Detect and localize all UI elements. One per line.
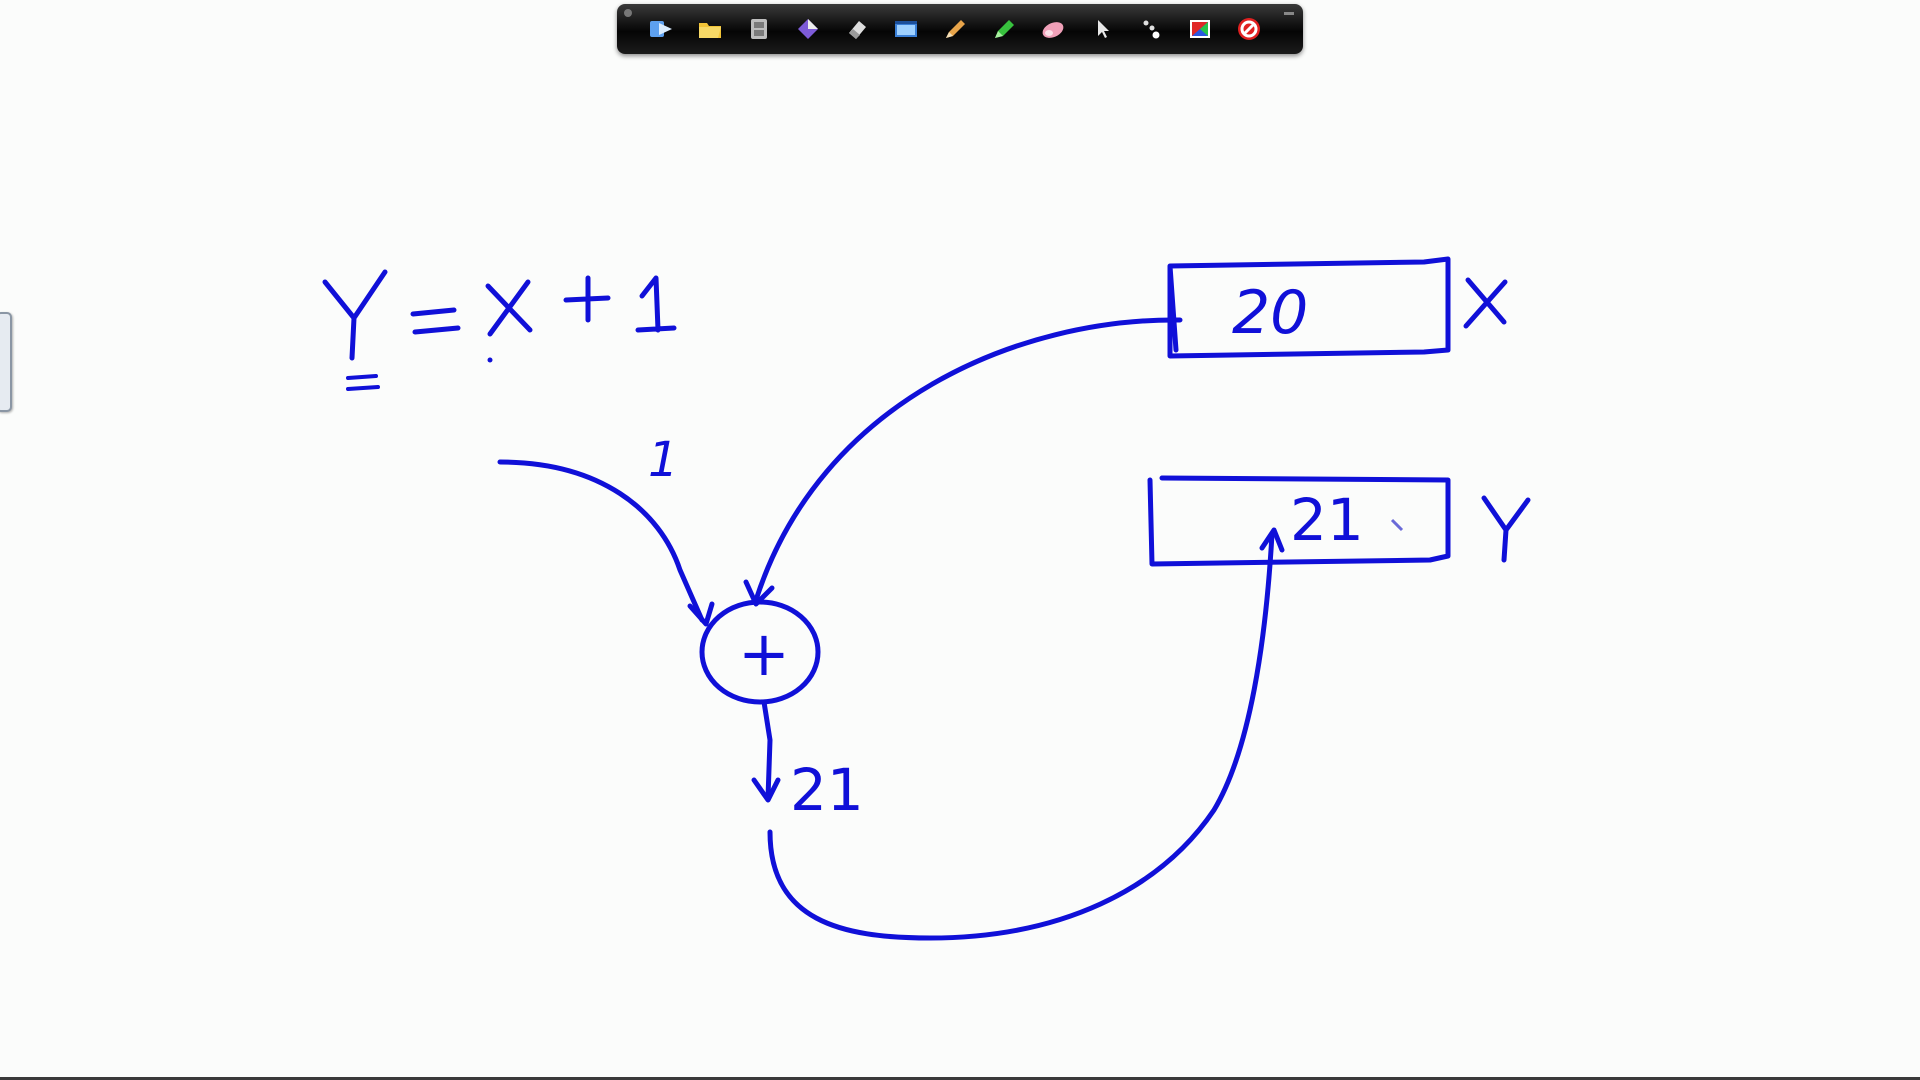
x-cell-label-stroke bbox=[1463, 277, 1508, 329]
y-cell-box bbox=[1147, 475, 1451, 567]
toolbar-minimize-icon[interactable] bbox=[1284, 12, 1294, 15]
x-memory-cell: 20 X bbox=[1167, 256, 1508, 359]
pen-tool-icon bbox=[797, 19, 818, 39]
output-to-y-arrow bbox=[767, 531, 1275, 941]
equation-plus-stroke bbox=[563, 275, 611, 323]
color-palette-button[interactable] bbox=[1182, 9, 1217, 49]
film-icon bbox=[750, 19, 767, 39]
cursor-button[interactable] bbox=[1084, 9, 1119, 49]
eraser-pink-button[interactable] bbox=[1035, 9, 1070, 49]
window-button[interactable] bbox=[888, 9, 923, 49]
stop-button[interactable] bbox=[1231, 9, 1266, 49]
window-icon bbox=[894, 21, 917, 37]
constant-input-label: 1 bbox=[648, 432, 679, 488]
toolbar-grip-icon[interactable] bbox=[624, 9, 632, 17]
pencil-icon bbox=[945, 20, 965, 38]
constant-to-adder-arrowhead bbox=[687, 601, 715, 627]
equation-x-stroke bbox=[485, 279, 533, 337]
equation-one-stroke bbox=[635, 275, 677, 333]
x-cell-value: 20 bbox=[1232, 278, 1308, 348]
film-button[interactable] bbox=[741, 9, 776, 49]
equation-equals-stroke bbox=[410, 307, 461, 335]
x-to-adder-arrow bbox=[753, 317, 1183, 603]
y-cell-value: 21 bbox=[1290, 486, 1364, 554]
folder-icon bbox=[698, 23, 721, 38]
adder-circle bbox=[699, 599, 821, 705]
adder-symbol: + bbox=[738, 617, 790, 690]
cursor-icon bbox=[1097, 20, 1109, 38]
eraser-button[interactable] bbox=[839, 9, 874, 49]
equation-y-stroke bbox=[322, 269, 388, 361]
highlighter-icon bbox=[994, 20, 1014, 38]
equation: Y = X + 1 bbox=[322, 269, 677, 391]
x-cell-box bbox=[1167, 256, 1451, 359]
play-arrow-button[interactable] bbox=[643, 9, 678, 49]
pen-tool-button[interactable] bbox=[790, 9, 825, 49]
bottom-edge bbox=[0, 1077, 1920, 1080]
dots-button[interactable] bbox=[1133, 9, 1168, 49]
eraser-pink-icon bbox=[1042, 22, 1063, 38]
side-panel-tab[interactable] bbox=[0, 312, 12, 412]
play-arrow-icon bbox=[649, 21, 672, 37]
pencil-button[interactable] bbox=[937, 9, 972, 49]
highlighter-button[interactable] bbox=[986, 9, 1021, 49]
pen-cursor-icon bbox=[1390, 518, 1404, 532]
annotation-toolbar bbox=[617, 4, 1303, 54]
stop-icon bbox=[1237, 18, 1260, 40]
dots-icon bbox=[1143, 20, 1159, 39]
eraser-icon bbox=[848, 21, 866, 39]
y-memory-cell: 21 Y bbox=[1147, 475, 1531, 567]
adder-output-arrow bbox=[761, 699, 773, 801]
adder-node: + bbox=[699, 599, 821, 705]
constant-to-adder-arrow bbox=[497, 459, 705, 623]
color-palette-icon bbox=[1189, 20, 1210, 38]
output-to-y-arrowhead bbox=[1259, 527, 1285, 553]
adder-output-arrowhead bbox=[751, 777, 781, 803]
open-folder-button[interactable] bbox=[692, 9, 727, 49]
equation-y-underline bbox=[346, 374, 380, 391]
adder-output-label: 21 bbox=[790, 756, 864, 824]
y-cell-label-stroke bbox=[1481, 495, 1531, 563]
equation-dot bbox=[487, 357, 493, 363]
